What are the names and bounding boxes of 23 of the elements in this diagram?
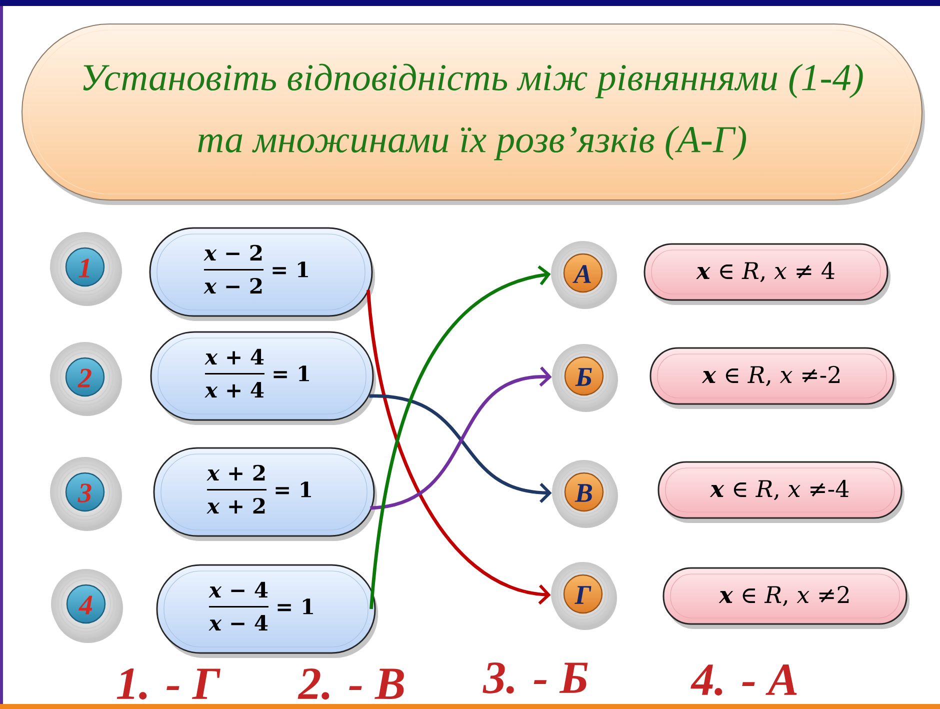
solution-box: x ∈ R, x ≠-2 <box>650 347 896 409</box>
answer-text: 3. - Б <box>482 662 588 694</box>
number-badge: 1 <box>50 232 122 306</box>
letter-badge: В <box>552 460 618 528</box>
letter-badge: Б <box>552 344 618 412</box>
answer-text: 4. - А <box>690 664 797 696</box>
arrow <box>370 366 552 510</box>
solution-box: x ∈ R, x ≠ 4 <box>644 243 890 305</box>
answer-text: 2. - В <box>298 668 404 700</box>
equation-box: x − 2 x − 2 = 1 <box>149 227 375 321</box>
equation-box: x − 4 x − 4 = 1 <box>156 564 378 658</box>
letter-badge: А <box>551 241 617 309</box>
equation-box: x + 4 x + 4 = 1 <box>150 331 376 425</box>
solution-box: x ∈ R, x ≠-4 <box>658 461 904 523</box>
number-badge: 4 <box>51 569 123 643</box>
solution-box: x ∈ R, x ≠2 <box>662 567 910 629</box>
letter-badge: Г <box>551 562 617 630</box>
number-badge: 2 <box>50 342 122 416</box>
arrow <box>369 394 552 503</box>
number-badge: 3 <box>50 457 122 531</box>
title-banner: Установіть відповідність між рівняннями (1-4) та множинами їх розв’язків (А-Г) <box>22 24 925 205</box>
answer-text: 1. - Г <box>116 668 220 700</box>
equation-box: x + 2 x + 2 = 1 <box>153 447 377 541</box>
